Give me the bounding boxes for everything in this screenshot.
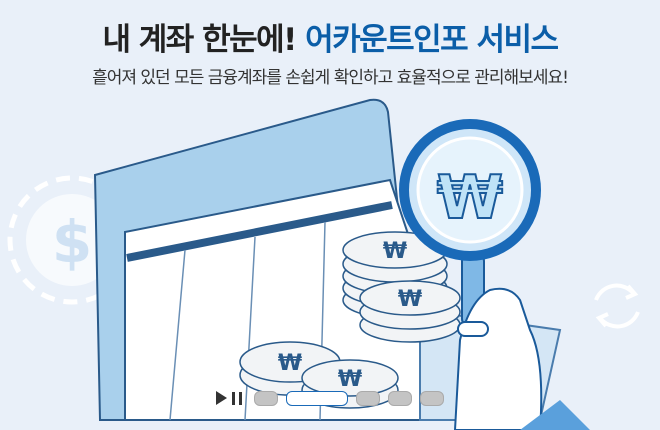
svg-text:$: $ [52,208,92,276]
slide-indicator-3[interactable] [356,390,380,406]
hand-illustration [453,287,590,430]
banner-title: 내 계좌 한눈에! 어카운트인포 서비스 [0,14,660,59]
won-coin-stack: ₩ ₩ ₩ ₩ [239,231,461,409]
svg-text:₩: ₩ [338,367,362,392]
slide-indicator-4[interactable] [388,390,412,406]
slide-indicator-2-active[interactable] [286,390,348,406]
slide-indicator-5[interactable] [420,390,444,406]
svg-text:₩: ₩ [398,287,422,312]
magnifier-icon: ₩ [399,119,541,326]
play-button[interactable] [216,391,227,405]
pause-button[interactable] [232,391,242,405]
banner-subtitle: 흩어져 있던 모든 금융계좌를 손쉽게 확인하고 효율적으로 관리해보세요! [92,68,569,88]
slide-indicator-1[interactable] [254,390,278,406]
svg-text:₩: ₩ [278,351,302,376]
svg-text:₩: ₩ [437,163,503,233]
title-accent: 어카운트인포 서비스 [305,22,559,58]
carousel-controls [216,390,444,406]
refresh-icon [594,283,640,329]
svg-text:₩: ₩ [383,239,407,264]
title-main: 내 계좌 한눈에! [102,22,297,58]
